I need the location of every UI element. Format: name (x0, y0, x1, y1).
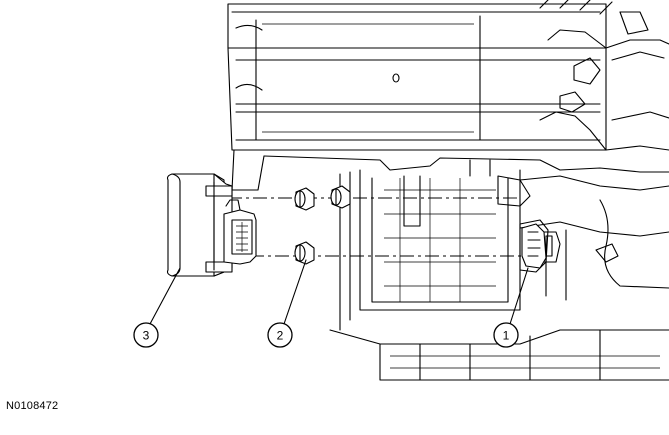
callout-leaders (149, 259, 529, 325)
pin-retainer-upper-right (330, 185, 351, 209)
pin-retainer-lower (294, 241, 315, 265)
item-2-pin-retainers (294, 185, 351, 265)
callout-1-number: 1 (503, 329, 510, 343)
callout-3-number: 3 (143, 329, 150, 343)
callout-3: 3 (133, 322, 159, 348)
item-3-control-module (166, 173, 257, 277)
callout-2: 2 (267, 322, 293, 348)
vehicle-structure (227, 0, 669, 381)
callout-2-number: 2 (277, 329, 284, 343)
pin-retainer-upper-left (294, 187, 315, 211)
item-1-electrical-connector (521, 223, 553, 269)
figure-id-label: N0108472 (6, 400, 59, 412)
callout-1: 1 (493, 322, 519, 348)
exploded-guide-lines (228, 197, 522, 257)
